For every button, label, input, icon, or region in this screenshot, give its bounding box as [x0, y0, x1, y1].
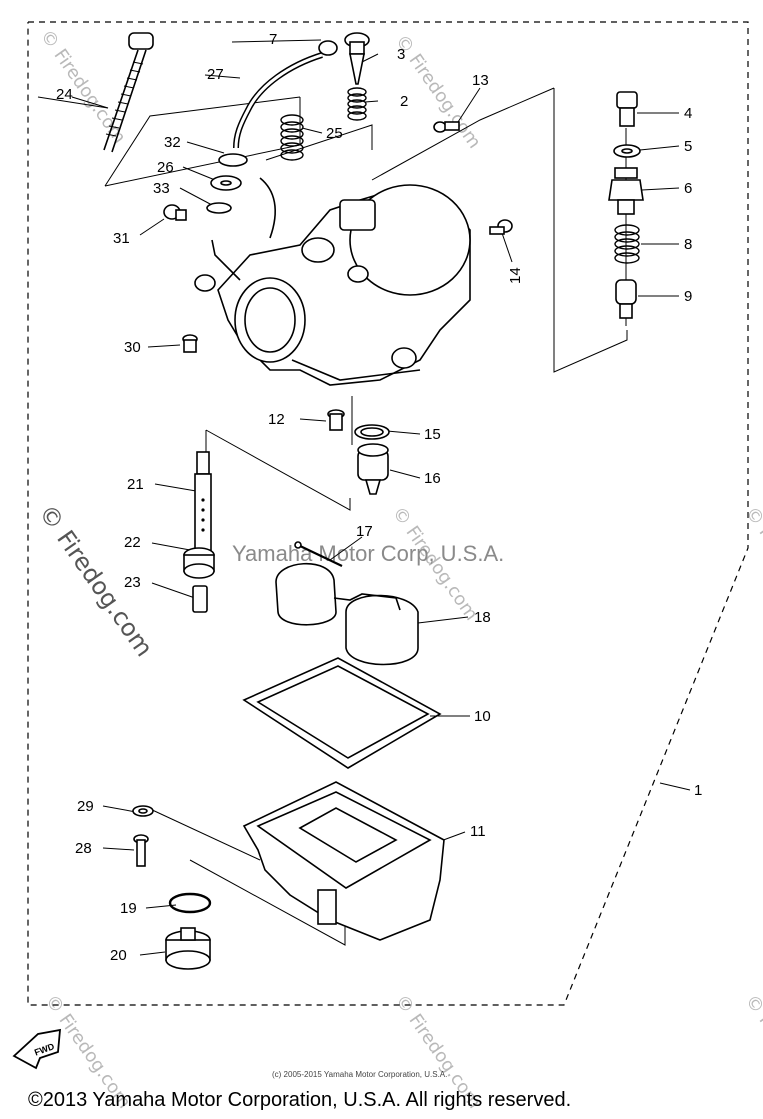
part-33-clip [206, 202, 232, 214]
watermark-top-left: © Firedog.com [36, 26, 130, 148]
part-22-nut [183, 547, 215, 579]
callout-32: 32 [164, 134, 181, 151]
callout-29: 29 [77, 798, 94, 815]
callout-23: 23 [124, 574, 141, 591]
part-9-plunger [615, 279, 637, 319]
part-13-screw [433, 121, 460, 133]
callout-3: 3 [397, 46, 405, 63]
part-30-screw [182, 334, 198, 353]
callout-4: 4 [684, 105, 692, 122]
callout-14: 14 [507, 267, 524, 284]
callout-24: 24 [56, 86, 73, 103]
callout-11: 11 [470, 823, 486, 840]
callout-7: 7 [269, 31, 277, 48]
part-18-float [275, 562, 419, 666]
part-28-bolt [133, 834, 149, 867]
callout-21: 21 [127, 476, 144, 493]
callout-27: 27 [207, 66, 224, 83]
watermark-bottom-right: © Firedog.com [741, 991, 763, 1113]
callout-2: 2 [400, 93, 408, 110]
watermark-center-text: Yamaha Motor Corp, U.S.A. [232, 541, 504, 566]
part-32-seal [218, 153, 248, 167]
parts-layer: FWD [12, 32, 644, 1070]
callout-19: 19 [120, 900, 137, 917]
part-6-needle-jet-holder [608, 167, 644, 215]
callout-28: 28 [75, 840, 92, 857]
callout-17: 17 [356, 523, 373, 540]
callout-labels: 1 2 3 4 5 6 7 8 9 10 11 12 13 14 15 16 1… [56, 31, 702, 964]
part-11-float-bowl [242, 781, 445, 941]
watermark-small-copyright: (c) 2005-2015 Yamaha Motor Corporation, … [272, 1070, 447, 1079]
part-25-spring [280, 114, 304, 161]
callout-31: 31 [113, 230, 130, 247]
part-16-main-jet [357, 443, 389, 495]
callout-15: 15 [424, 426, 441, 443]
callout-12: 12 [268, 411, 285, 428]
callout-16: 16 [424, 470, 441, 487]
part-29-washer [132, 805, 154, 817]
assembly-outline [27, 21, 749, 1006]
part-17-float-pin [294, 541, 343, 567]
callout-8: 8 [684, 236, 692, 253]
callout-9: 9 [684, 288, 692, 305]
part-12-jet [327, 409, 345, 431]
part-3-pilot-screw [344, 32, 370, 85]
callout-20: 20 [110, 947, 127, 964]
part-4-cap [616, 91, 638, 127]
callout-26: 26 [157, 159, 174, 176]
part-20-drain-plug [165, 927, 211, 970]
callout-30: 30 [124, 339, 141, 356]
callout-1: 1 [694, 782, 702, 799]
forward-arrow-icon: FWD [12, 1028, 62, 1070]
part-21-needle-jet [194, 451, 212, 555]
part-10-gasket [242, 657, 442, 769]
part-2-spring [347, 87, 367, 121]
part-23-pilot-jet [192, 585, 208, 613]
callout-13: 13 [472, 72, 489, 89]
part-5-washer [613, 144, 641, 158]
part-8-spring [614, 224, 640, 264]
callout-5: 5 [684, 138, 692, 155]
part-27-throttle-cable [233, 40, 338, 149]
part-19-o-ring [168, 892, 212, 914]
part-26-plate [210, 175, 242, 191]
watermark-mid-right: © Firedog.com [741, 503, 763, 625]
part-carburetor-body [194, 177, 471, 386]
footer-copyright: ©2013 Yamaha Motor Corporation, U.S.A. A… [28, 1089, 571, 1111]
part-31-bolt [163, 204, 187, 221]
callout-10: 10 [474, 708, 491, 725]
callout-25: 25 [326, 125, 343, 142]
callout-33: 33 [153, 180, 170, 197]
callout-18: 18 [474, 609, 491, 626]
part-24-screw [103, 32, 154, 153]
callout-6: 6 [684, 180, 692, 197]
part-15-o-ring [354, 424, 390, 440]
callout-22: 22 [124, 534, 141, 551]
part-14-screw [489, 219, 513, 235]
